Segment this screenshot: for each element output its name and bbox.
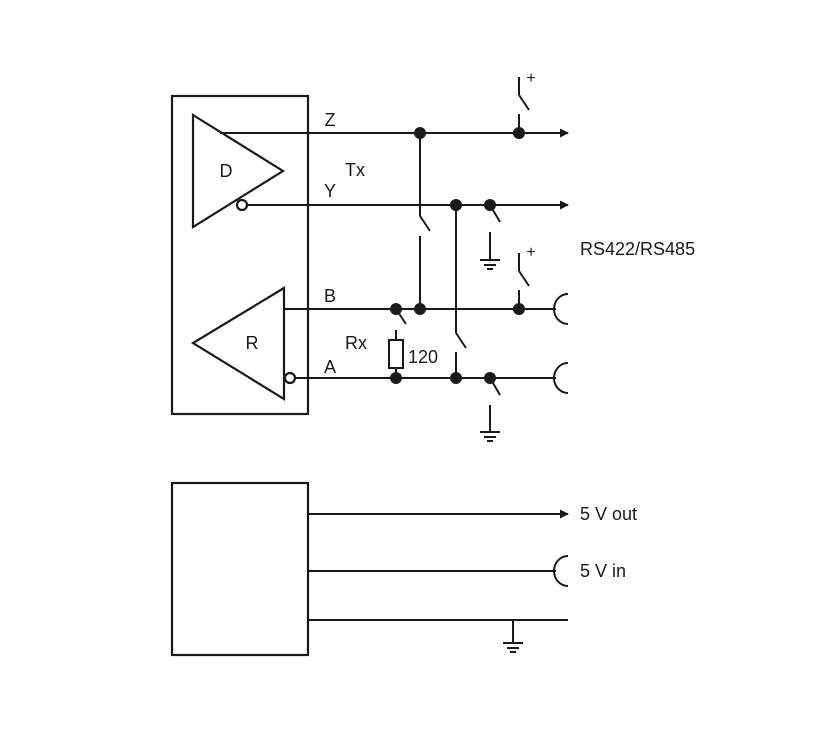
receiver-inverting-bubble: [283, 371, 297, 385]
line-b-connector: [553, 293, 569, 325]
line-5v-in-connector: [553, 555, 569, 587]
driver-inverting-bubble: [235, 198, 249, 212]
junction-dot: [390, 303, 402, 315]
plus-upper-label: +: [526, 70, 535, 87]
power-box: [170, 481, 310, 657]
termination-resistor: [388, 339, 404, 369]
rx-label: Rx: [345, 333, 367, 353]
junction-dot: [513, 303, 525, 315]
junction-dot: [513, 127, 525, 139]
switch-z-b-contact: [419, 215, 431, 232]
line-a-connector: [553, 362, 569, 394]
line-b-label: B: [324, 286, 336, 306]
driver-label: D: [220, 161, 233, 181]
in-label: 5 V in: [580, 561, 626, 581]
pullup-b-contact: [518, 270, 530, 287]
plus-lower-label: +: [526, 244, 535, 261]
line-a-label: A: [324, 357, 336, 377]
out-label: 5 V out: [580, 504, 637, 524]
junction-dot: [484, 199, 496, 211]
junction-dot: [484, 372, 496, 384]
receiver-label: R: [246, 333, 259, 353]
pullup-z-contact: [518, 94, 530, 111]
tx-label: Tx: [345, 160, 365, 180]
junction-dot: [414, 303, 426, 315]
junction-dot: [414, 127, 426, 139]
line-y-label: Y: [324, 181, 336, 201]
resistor-value-label: 120: [408, 347, 438, 367]
junction-dot: [390, 372, 402, 384]
driver-triangle: [191, 113, 286, 229]
switch-y-a-contact: [455, 332, 467, 349]
junction-dot: [450, 372, 462, 384]
junction-dot: [450, 199, 462, 211]
receiver-triangle: [190, 286, 286, 401]
line-z-label: Z: [325, 110, 336, 130]
interface-label: RS422/RS485: [580, 239, 695, 259]
